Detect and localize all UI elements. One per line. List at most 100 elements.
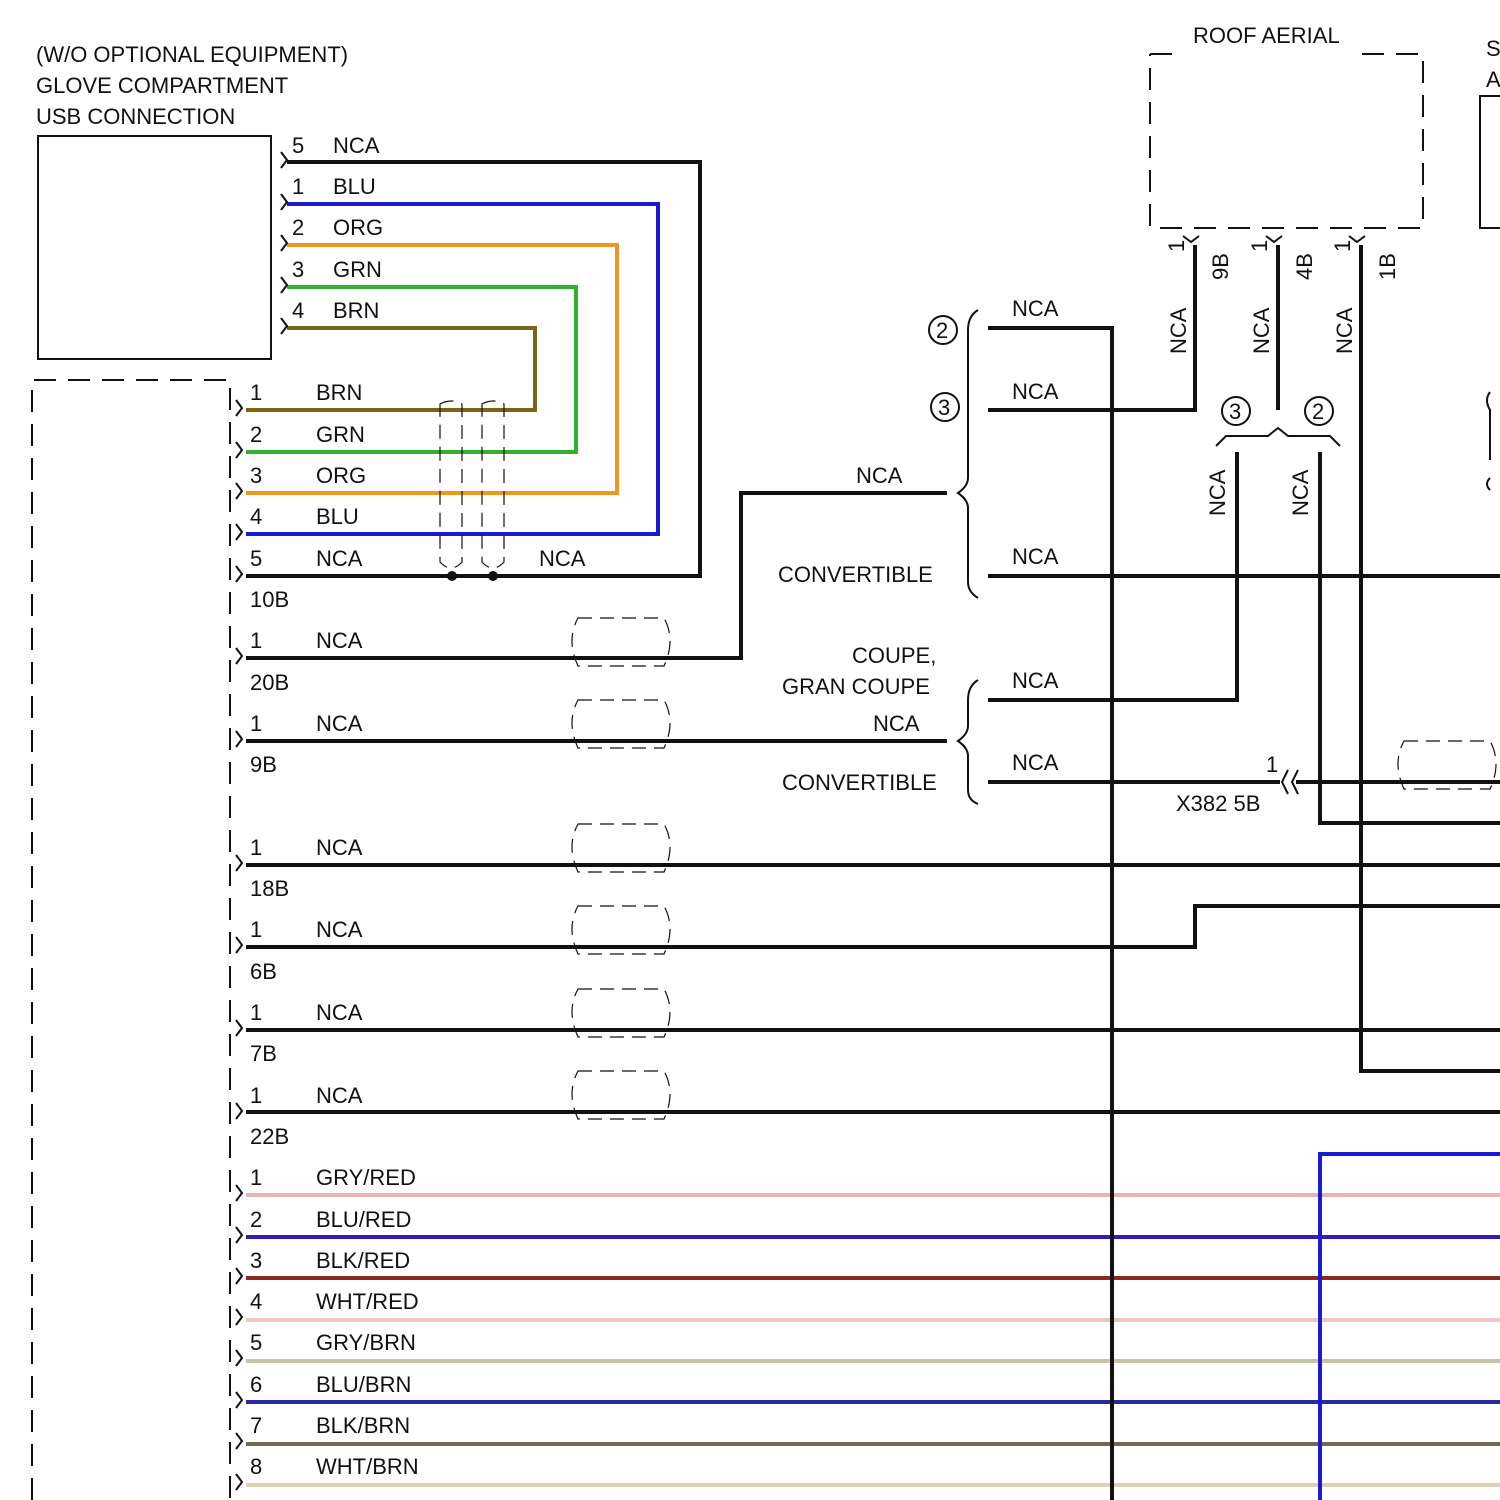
wire-org bbox=[246, 245, 617, 493]
coax-shields bbox=[572, 618, 1496, 1119]
pin-number: 5 bbox=[250, 546, 262, 571]
aerial-wire-line bbox=[1361, 245, 1500, 1071]
variant-top-1: COUPE, bbox=[852, 643, 936, 668]
pin-number: 1 bbox=[250, 628, 262, 653]
connector-symbols bbox=[236, 648, 242, 1119]
pin-number: 1 bbox=[250, 1165, 262, 1190]
connector-symbol bbox=[281, 277, 287, 293]
shield-wire-label: NCA bbox=[539, 546, 586, 571]
pin-number: 1 bbox=[250, 711, 262, 736]
splice-upper: NCA CONVERTIBLE 2 3 NCA NCA NCA bbox=[778, 245, 1500, 1500]
wire-brn bbox=[246, 328, 535, 410]
connector-name: 20B bbox=[250, 670, 289, 695]
usb-pin-wire: NCA bbox=[333, 133, 380, 158]
aerial-pin-number: 1 bbox=[1247, 240, 1272, 252]
pin-wire: NCA bbox=[316, 711, 363, 736]
bus-markers: 3 2 NCA NCA bbox=[1205, 397, 1500, 823]
pin-number: 4 bbox=[250, 1289, 262, 1314]
pin-number: 2 bbox=[250, 1207, 262, 1232]
aerial-pin-number: 1 bbox=[1330, 240, 1355, 252]
variant-top-2: GRAN COUPE bbox=[782, 674, 930, 699]
variant-bottom: CONVERTIBLE bbox=[782, 770, 937, 795]
connector-name: 6B bbox=[250, 959, 277, 984]
pin-wire: NCA bbox=[316, 1000, 363, 1025]
marker-number: 2 bbox=[936, 318, 948, 343]
usb-pin-wire: GRN bbox=[333, 257, 382, 282]
marker-number: 2 bbox=[1312, 399, 1324, 424]
roof-aerial-box bbox=[1150, 54, 1423, 228]
usb-wires bbox=[246, 162, 700, 576]
wire-6b bbox=[246, 906, 1500, 947]
splice-dot bbox=[488, 571, 498, 581]
main-unit-box bbox=[32, 380, 230, 1500]
pin-number: 1 bbox=[250, 1000, 262, 1025]
speaker-harness: 1 GRY/RED 2 BLU/RED 3 BLK/RED 4 WHT/RED … bbox=[236, 1165, 1500, 1490]
pin-wire: BRN bbox=[316, 380, 362, 405]
connector-name: 7B bbox=[250, 1041, 277, 1066]
pin-wire: BLK/RED bbox=[316, 1248, 410, 1273]
pin-number: 4 bbox=[250, 504, 262, 529]
usb-pin-number: 1 bbox=[292, 174, 304, 199]
usb-pin-wire: BRN bbox=[333, 298, 379, 323]
usb-pin-number: 3 bbox=[292, 257, 304, 282]
pin-wire: BLU/RED bbox=[316, 1207, 411, 1232]
aerial-conn: 1B bbox=[1375, 253, 1400, 280]
connector-symbol bbox=[1282, 770, 1298, 794]
connector-name: 9B bbox=[250, 752, 277, 777]
branch-wire: NCA bbox=[1012, 296, 1059, 321]
usb-connector-symbols bbox=[281, 152, 287, 334]
pin-number: 8 bbox=[250, 1454, 262, 1479]
connector-symbol bbox=[281, 194, 287, 210]
aerial-pins: 1 9B NCA 1 4B NCA 1 1B NCA bbox=[1164, 240, 1500, 1071]
pin-wire: NCA bbox=[316, 917, 363, 942]
usb-pin-number: 4 bbox=[292, 298, 304, 323]
wire-blu bbox=[246, 204, 658, 534]
aerial-wire: NCA bbox=[1249, 307, 1274, 354]
roof-aerial-title: ROOF AERIAL bbox=[1193, 23, 1340, 48]
pin-wire: NCA bbox=[316, 835, 363, 860]
marker-number: 3 bbox=[1229, 399, 1241, 424]
branch-wire: NCA bbox=[1012, 668, 1059, 693]
wire-nca-usb5 bbox=[246, 162, 700, 576]
pin-wire: NCA bbox=[316, 1083, 363, 1108]
branch-wire-line bbox=[988, 328, 1112, 1500]
pin-number: 3 bbox=[250, 463, 262, 488]
pin-wire: NCA bbox=[316, 628, 363, 653]
connector-symbol bbox=[281, 318, 287, 334]
pin-wire: WHT/RED bbox=[316, 1289, 419, 1314]
connector-symbols bbox=[236, 1185, 242, 1490]
connector-name: 10B bbox=[250, 587, 289, 612]
aerial-conn: 4B bbox=[1292, 253, 1317, 280]
pin-wire: ORG bbox=[316, 463, 366, 488]
splice-input-wire: NCA bbox=[856, 463, 903, 488]
pin-wire: GRN bbox=[316, 422, 365, 447]
roof-aerial: ROOF AERIAL bbox=[1150, 23, 1423, 242]
branch-wire: NCA bbox=[1012, 544, 1059, 569]
usb-title-line1: (W/O OPTIONAL EQUIPMENT) bbox=[36, 42, 348, 67]
edge-brace bbox=[1487, 392, 1490, 490]
aerial-wire: NCA bbox=[1166, 307, 1191, 354]
usb-pin-number: 5 bbox=[292, 133, 304, 158]
splice-input-wire: NCA bbox=[873, 711, 920, 736]
branch-wire: NCA bbox=[1012, 750, 1059, 775]
pin-number: 1 bbox=[250, 917, 262, 942]
splice-variant: CONVERTIBLE bbox=[778, 562, 933, 587]
connector-symbol bbox=[281, 152, 287, 168]
pin-wire: GRY/RED bbox=[316, 1165, 416, 1190]
pin-number: 1 bbox=[250, 380, 262, 405]
splice-lower: COUPE, GRAN COUPE NCA CONVERTIBLE NCA NC… bbox=[782, 452, 1500, 804]
connector-symbol bbox=[281, 235, 287, 251]
pin-wire: BLU/BRN bbox=[316, 1372, 411, 1397]
right-edge-component: S A bbox=[1480, 36, 1500, 490]
connector-symbols bbox=[236, 400, 242, 582]
usb-pin-wire: BLU bbox=[333, 174, 376, 199]
connector-name: 22B bbox=[250, 1124, 289, 1149]
blue-wire-right bbox=[1320, 1154, 1500, 1500]
usb-title-line2: GLOVE COMPARTMENT bbox=[36, 73, 288, 98]
x382-name: X382 5B bbox=[1176, 791, 1260, 816]
usb-title-line3: USB CONNECTION bbox=[36, 104, 235, 129]
pin-wire: NCA bbox=[316, 546, 363, 571]
connector-name: 18B bbox=[250, 876, 289, 901]
